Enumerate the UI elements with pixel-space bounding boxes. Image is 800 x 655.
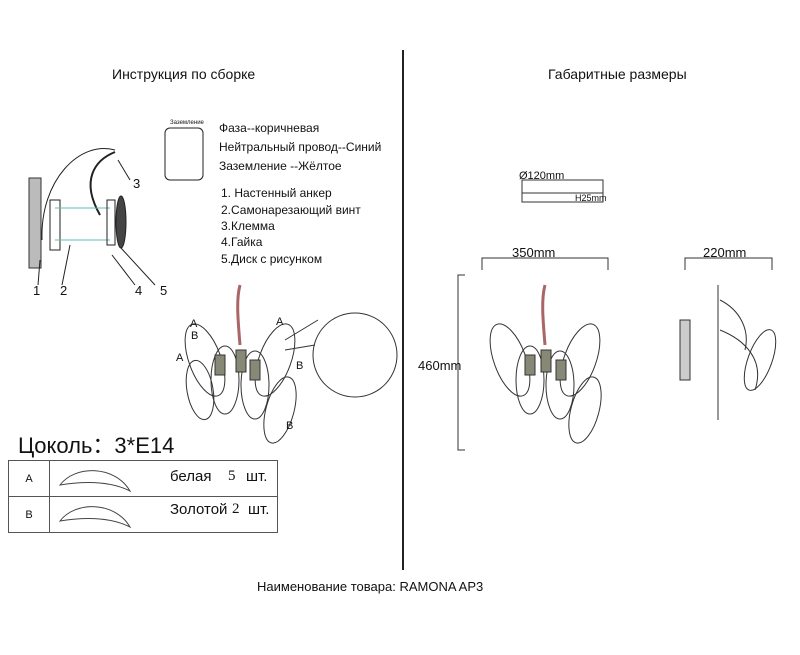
- leaf-qty: 2: [232, 501, 240, 517]
- leaf-label-b: B: [191, 330, 199, 342]
- leaf-unit: шт.: [248, 501, 270, 518]
- table-row: B Золотой 2 шт.: [8, 496, 278, 533]
- part-3: 3.Клемма: [221, 219, 275, 233]
- leaf-code: A: [8, 460, 50, 497]
- leaf-icon: [58, 470, 132, 493]
- leaf-label-b: B: [286, 420, 294, 432]
- dimension-drawing: [457, 179, 777, 451]
- callout-2: 2: [60, 283, 68, 298]
- dimensions-title: Габаритные размеры: [548, 66, 687, 82]
- table-row: A белая 5 шт.: [8, 460, 278, 497]
- leaf-label-a: A: [176, 352, 184, 364]
- part-5: 5.Диск с рисунком: [221, 252, 323, 266]
- wire-ground: Заземление --Жёлтое: [219, 159, 342, 173]
- disc-height: H25mm: [575, 193, 607, 203]
- leaf-code: B: [8, 496, 50, 533]
- lamp-assembly-drawing: [184, 284, 398, 444]
- callout-3: 3: [133, 176, 141, 191]
- disc-diameter: Ø120mm: [519, 170, 565, 182]
- wire-phase: Фаза--коричневая: [219, 121, 320, 135]
- leaf-label-a: A: [190, 318, 198, 330]
- leaf-icon: [58, 506, 132, 529]
- height-dimension: 460mm: [418, 358, 462, 373]
- leaf-table: A белая 5 шт. B Золотой 2 шт.: [8, 460, 278, 533]
- wall-mount-diagram: [28, 127, 204, 286]
- leaf-qty: 5: [228, 468, 236, 484]
- assembly-title: Инструкция по сборке: [112, 66, 256, 82]
- product-name: Наименование товара: RAMONA AP3: [257, 579, 484, 594]
- wire-neutral: Нейтральный провод--Синий: [219, 140, 382, 154]
- part-1: 1. Настенный анкер: [221, 186, 332, 200]
- socket-type: Цоколь：3*E14: [18, 433, 175, 458]
- part-4: 4.Гайка: [221, 235, 263, 249]
- leaf-label-a: A: [276, 316, 284, 328]
- callout-5: 5: [160, 283, 168, 298]
- depth-dimension: 220mm: [703, 245, 747, 260]
- leaf-color: Золотой: [170, 501, 228, 518]
- leaf-label-b: B: [296, 360, 304, 372]
- width-dimension: 350mm: [512, 245, 556, 260]
- leaf-unit: шт.: [246, 468, 268, 485]
- leaf-color: белая: [170, 468, 212, 485]
- callout-4: 4: [135, 283, 143, 298]
- callout-1: 1: [33, 283, 41, 298]
- part-2: 2.Самонарезающий винт: [221, 203, 361, 217]
- wiring-box-label: Заземление: [170, 120, 204, 126]
